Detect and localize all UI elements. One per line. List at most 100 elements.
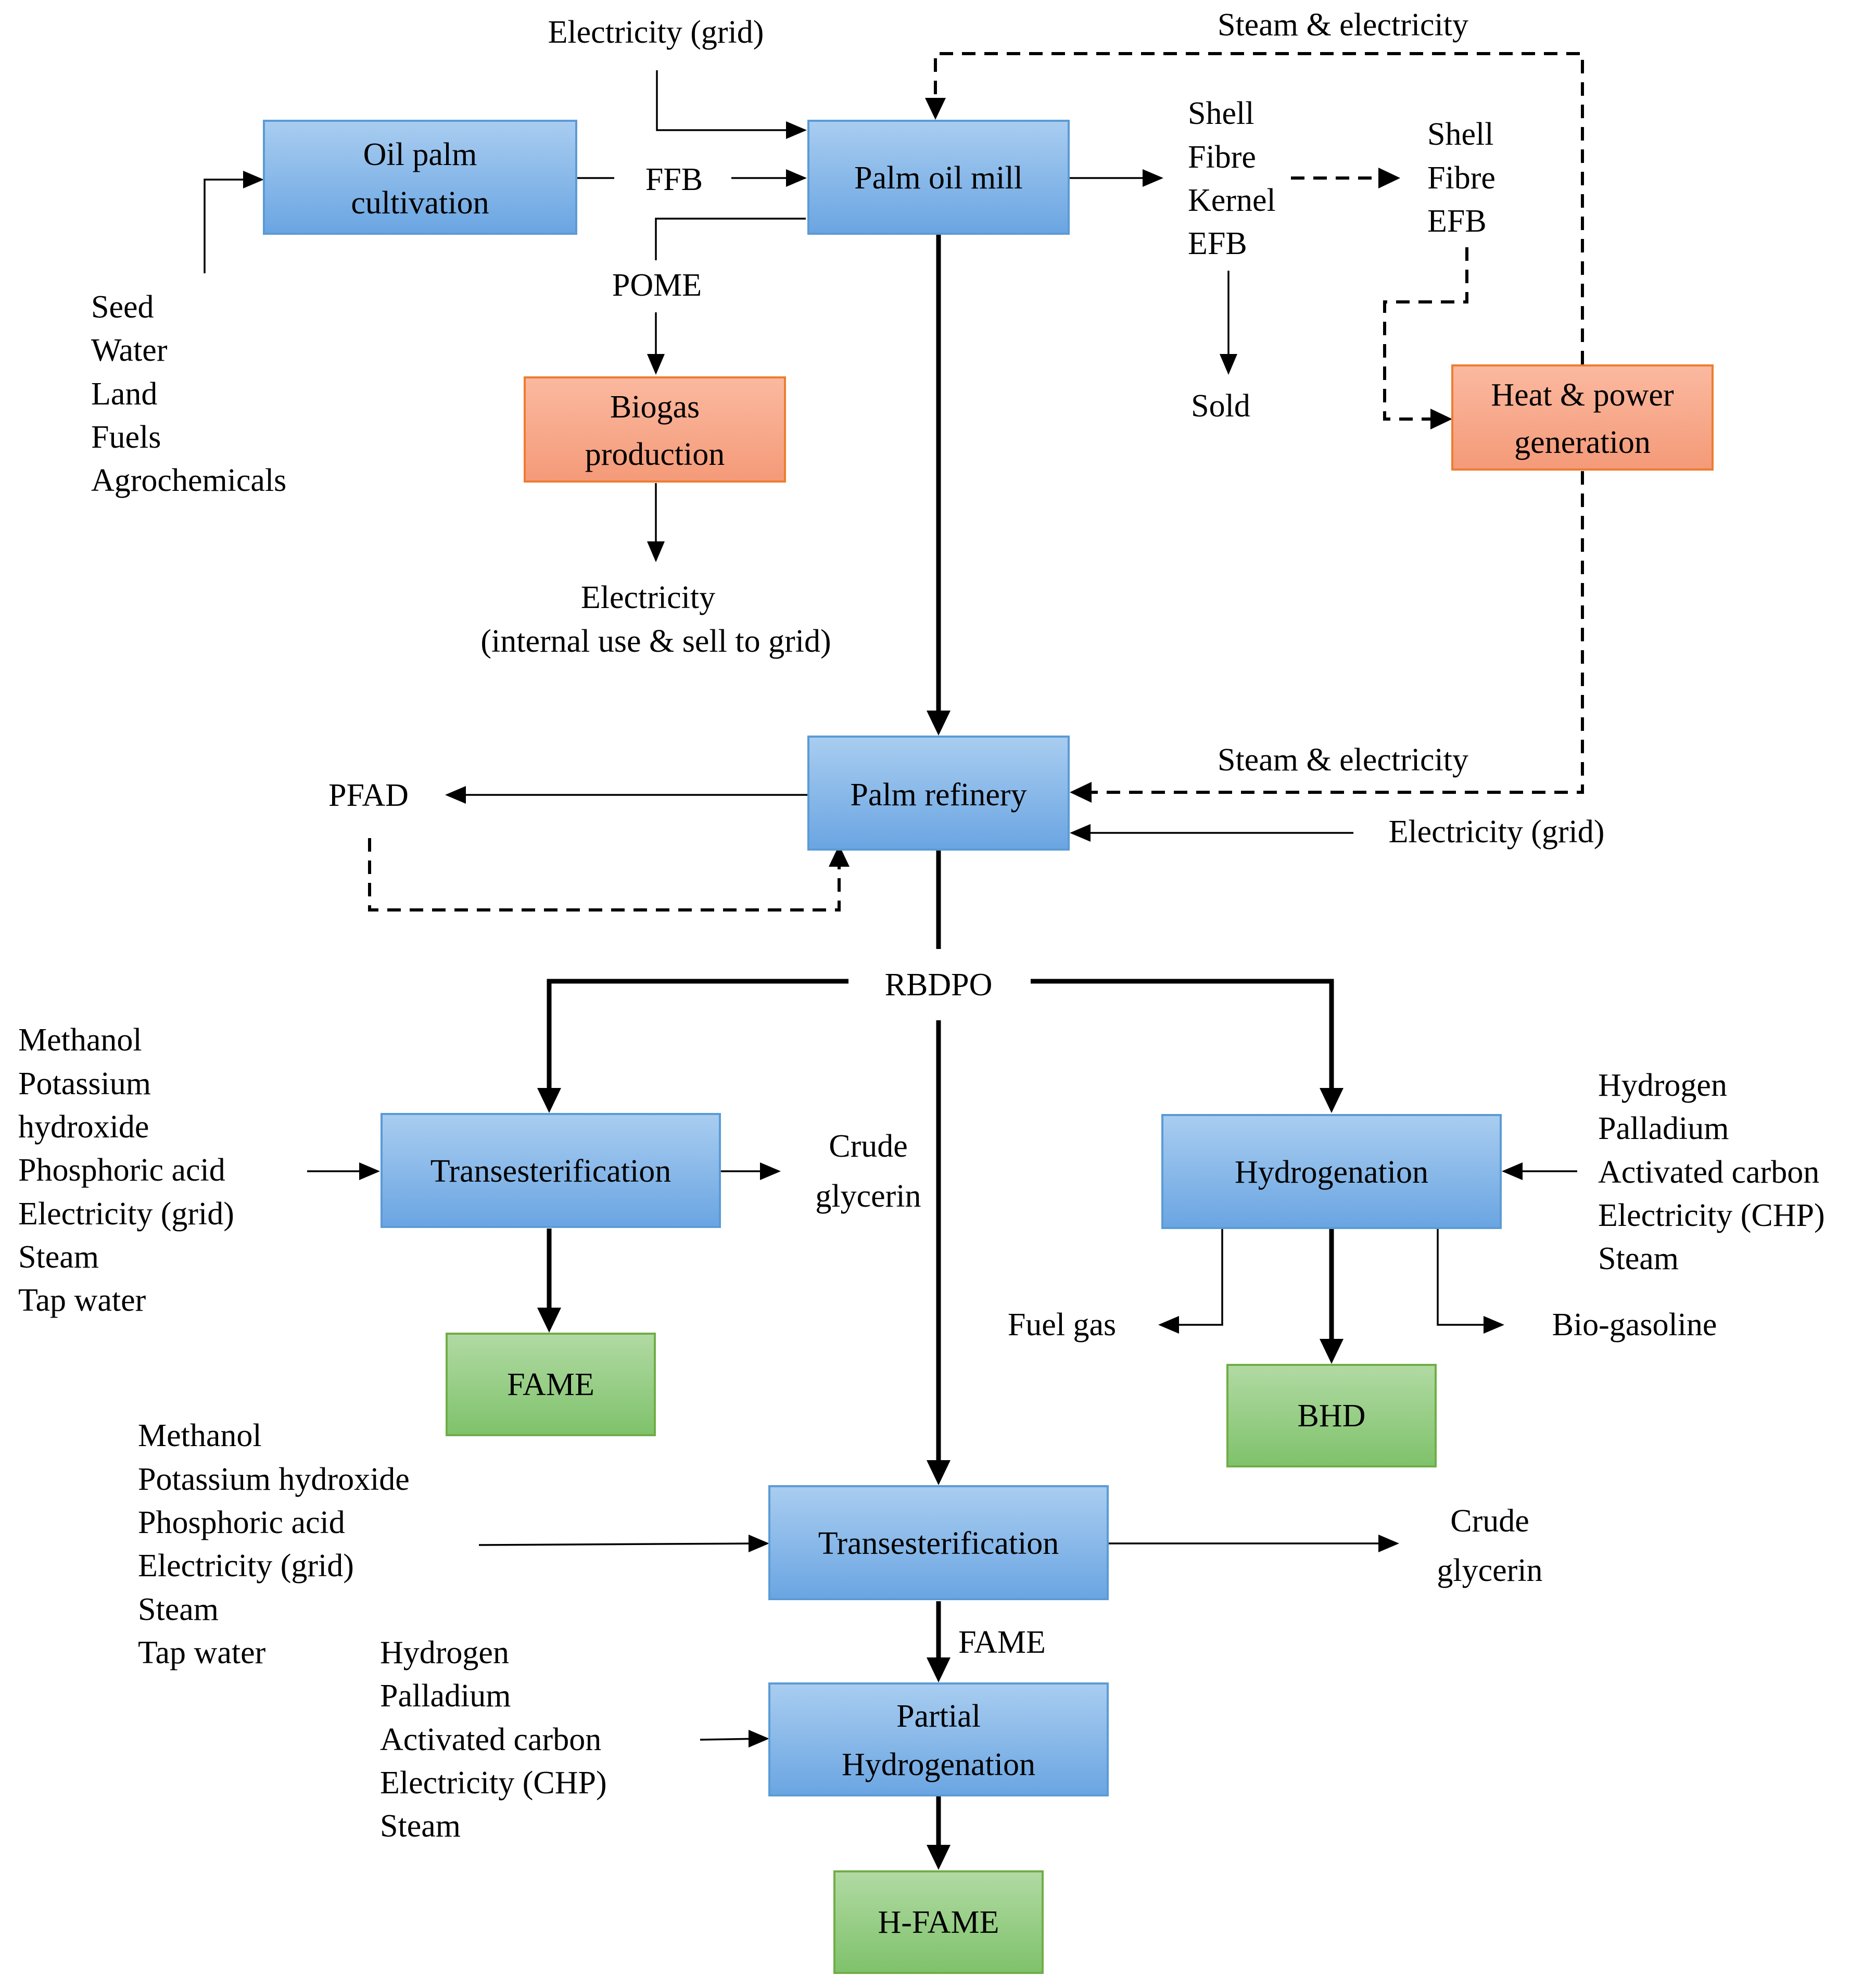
partial-hydrogenation-box[interactable]: Partial Hydrogenation (768, 1682, 1109, 1796)
input-item: Palladium (1598, 1111, 1729, 1146)
arrow-hydrogenation-to-fuelgas (1166, 1229, 1223, 1326)
input-item: Tap water (138, 1635, 266, 1670)
box-label: Palm refinery (850, 777, 1026, 813)
box-label: Hydrogenation (842, 1747, 1035, 1782)
arrowhead (927, 1657, 950, 1682)
input-item: Fuels (91, 420, 161, 455)
arrowhead (1320, 1088, 1344, 1113)
arrowhead (1430, 409, 1452, 429)
fuel-gas-label: Fuel gas (1008, 1307, 1116, 1343)
arrowhead (829, 845, 850, 867)
box-label: Oil palm (363, 137, 477, 172)
transesterification-1-box[interactable]: Transesterification (381, 1113, 721, 1228)
input-item: Activated carbon (1598, 1155, 1819, 1190)
arrowhead (1378, 1535, 1399, 1552)
box-label: H-FAME (878, 1905, 999, 1940)
biogas-production-box[interactable]: Biogas production (524, 376, 786, 483)
output-item: EFB (1188, 226, 1247, 261)
arrowhead (1320, 1339, 1344, 1364)
input-item: Land (91, 376, 157, 412)
process-boxes: Oil palm cultivation Palm oil mill Bioga… (263, 120, 1714, 1974)
arrow-inputs-to-trans2 (478, 1542, 761, 1546)
input-item: Steam (138, 1592, 219, 1627)
arrowhead (537, 1088, 561, 1113)
arrowhead (1220, 354, 1237, 375)
oil-palm-cultivation-box[interactable]: Oil palm cultivation (263, 120, 577, 235)
box-label: Transesterification (430, 1154, 671, 1189)
hydrogenation-inputs-list: Hydrogen Palladium Activated carbon Elec… (1598, 1068, 1825, 1276)
palm-oil-mill-box[interactable]: Palm oil mill (807, 120, 1070, 235)
fame-product-box[interactable]: FAME (446, 1333, 656, 1436)
input-item: Electricity (CHP) (380, 1765, 607, 1801)
arrowhead (537, 1308, 561, 1333)
box-label: Partial (896, 1699, 981, 1734)
arrow-grid-to-mill (656, 70, 800, 133)
trans2-inputs-list: Methanol Potassium hydroxide Phosphoric … (138, 1418, 410, 1670)
input-item: Tap water (18, 1283, 146, 1318)
input-item: Electricity (grid) (18, 1196, 234, 1232)
fuel-item: Fibre (1427, 160, 1496, 196)
input-item: Hydrogen (1598, 1068, 1727, 1103)
box-label: FAME (507, 1367, 594, 1402)
partial-hydro-inputs-list: Hydrogen Palladium Activated carbon Elec… (380, 1635, 607, 1844)
input-item: Phosphoric acid (138, 1505, 345, 1540)
input-item: Steam (18, 1239, 99, 1275)
biogas-electricity-label: (internal use & sell to grid) (480, 624, 831, 659)
rbdpo-label: RBDPO (885, 967, 993, 1003)
arrowhead (1143, 169, 1163, 187)
crude-glycerin-2-label: glycerin (1437, 1553, 1542, 1588)
fuel-item: EFB (1427, 204, 1487, 239)
box-label: Palm oil mill (854, 160, 1023, 196)
dashed-pfad-to-refinery (368, 838, 841, 911)
arrowhead (1158, 1316, 1179, 1334)
dashed-chp-fuels-to-chp (1383, 247, 1468, 421)
connectors (204, 52, 1584, 1858)
box-label: generation (1514, 425, 1651, 460)
arrowhead (1484, 1316, 1504, 1334)
pome-label: POME (612, 268, 702, 303)
arrow-rbdpo-to-trans1 (547, 979, 848, 1098)
arrowhead (445, 786, 466, 804)
crude-glycerin-1-label: Crude (829, 1129, 908, 1164)
dashed-chp-to-mill (934, 52, 1584, 364)
input-item: Steam (1598, 1241, 1679, 1276)
input-item: Potassium (18, 1066, 151, 1101)
arrowhead (760, 1162, 781, 1180)
input-item: Activated carbon (380, 1722, 601, 1757)
chp-fuels-list: Shell Fibre EFB (1427, 117, 1496, 239)
palm-refinery-box[interactable]: Palm refinery (807, 736, 1070, 851)
arrowhead (786, 169, 807, 187)
input-item: Steam (380, 1808, 461, 1844)
crude-glycerin-2-label: Crude (1450, 1503, 1529, 1539)
electricity-grid-top-label: Electricity (grid) (548, 15, 764, 50)
arrowhead (1070, 824, 1091, 842)
input-item: Electricity (grid) (138, 1548, 354, 1584)
input-item: Phosphoric acid (18, 1153, 225, 1188)
arrowheads (243, 98, 1523, 1870)
sold-label: Sold (1191, 388, 1250, 424)
transesterification-2-box[interactable]: Transesterification (768, 1485, 1109, 1600)
arrowhead (1070, 782, 1092, 803)
hfame-product-box[interactable]: H-FAME (833, 1870, 1044, 1974)
electricity-grid-refinery-label: Electricity (grid) (1389, 814, 1605, 850)
arrowhead (647, 541, 665, 562)
output-item: Kernel (1188, 183, 1276, 218)
heat-power-generation-box[interactable]: Heat & power generation (1451, 364, 1714, 471)
bhd-product-box[interactable]: BHD (1226, 1364, 1437, 1467)
arrowhead (927, 1845, 950, 1870)
input-item: hydroxide (18, 1109, 149, 1145)
box-label: Heat & power (1491, 377, 1674, 413)
line-mill-to-pome (655, 218, 806, 260)
input-item: Palladium (380, 1678, 511, 1714)
dashed-chp-to-refinery (1085, 471, 1584, 794)
arrowhead (243, 171, 264, 188)
hydrogenation-box[interactable]: Hydrogenation (1161, 1114, 1502, 1229)
crude-glycerin-1-label: glycerin (815, 1179, 921, 1214)
arrow-rbdpo-to-hydrogenation (1031, 979, 1334, 1098)
output-item: Shell (1188, 96, 1254, 131)
trans1-inputs-list: Methanol Potassium hydroxide Phosphoric … (18, 1022, 234, 1318)
fuel-item: Shell (1427, 117, 1493, 152)
input-item: Electricity (CHP) (1598, 1198, 1825, 1233)
arrow-hydrogenation-to-biogasoline (1437, 1229, 1497, 1326)
bio-gasoline-label: Bio-gasoline (1552, 1307, 1717, 1343)
